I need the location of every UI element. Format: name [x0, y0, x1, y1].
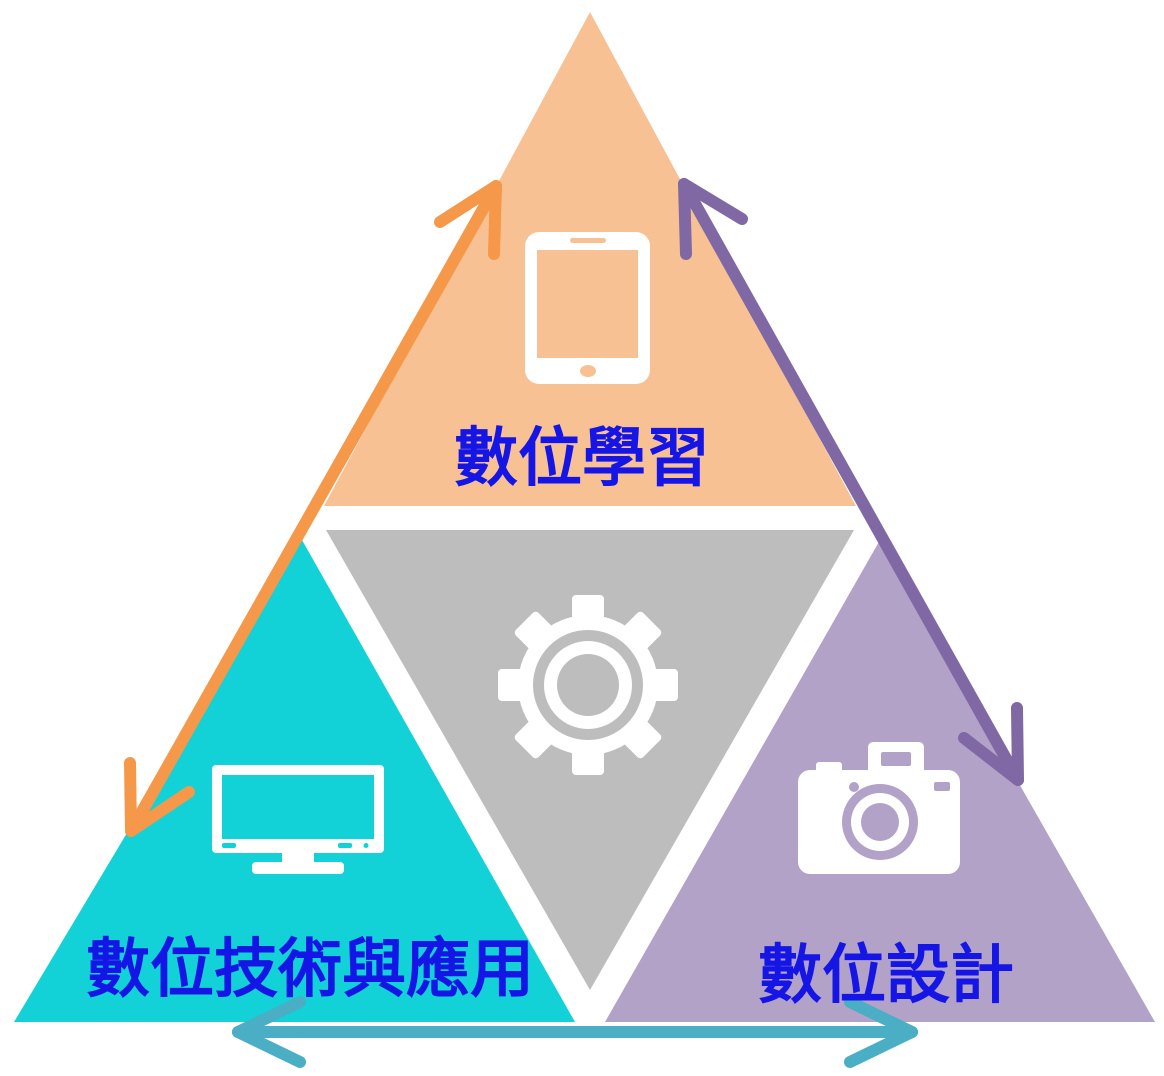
- label-bottom-left: 數位技術與應用: [86, 933, 534, 1007]
- monitor-icon: [212, 765, 384, 874]
- purple-double-arrow: [678, 178, 1024, 786]
- camera-icon: [798, 742, 960, 874]
- tablet-icon: [525, 232, 650, 384]
- orange-double-arrow: [124, 180, 502, 837]
- gear-icon: [498, 595, 678, 775]
- teal-double-arrow: [232, 996, 918, 1068]
- label-bottom-right: 數位設計: [758, 939, 1014, 1013]
- label-top: 數位學習: [454, 422, 710, 496]
